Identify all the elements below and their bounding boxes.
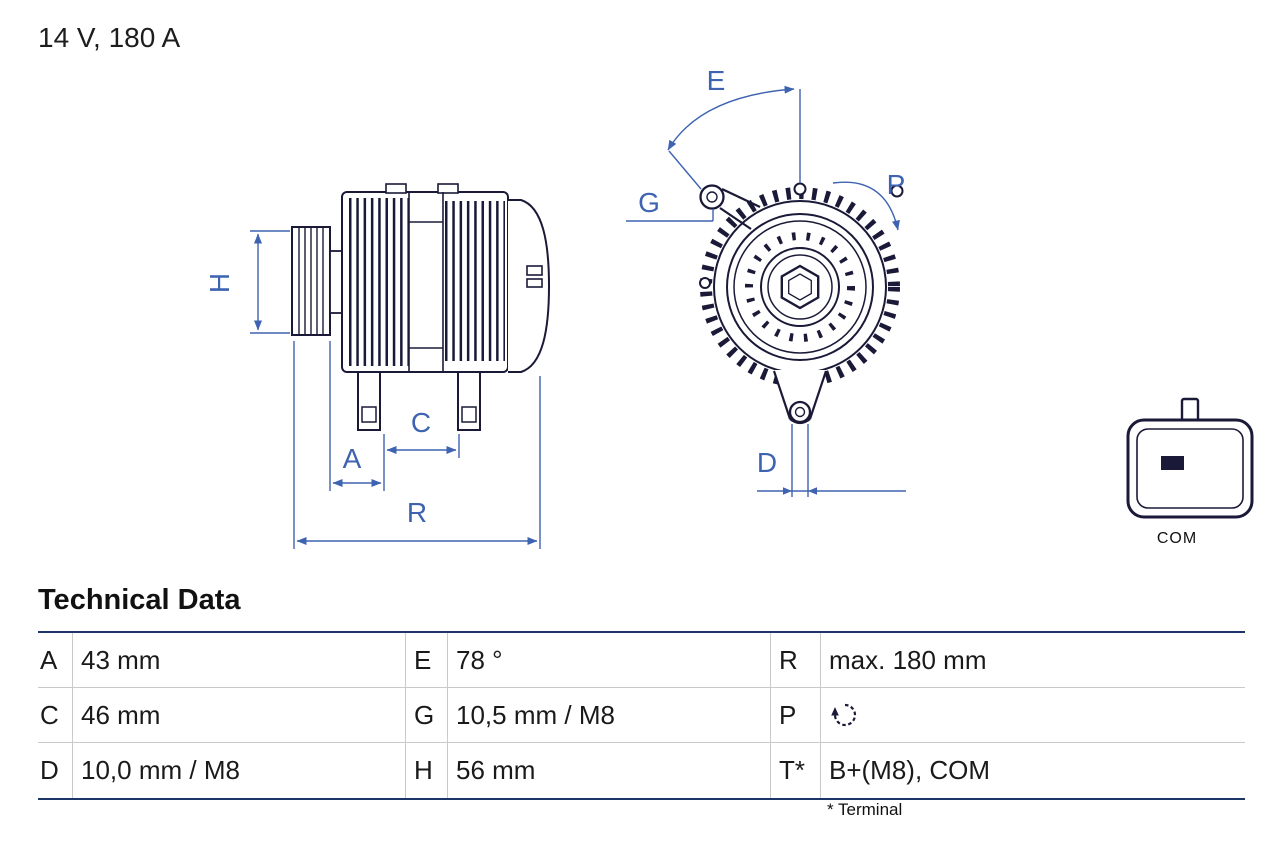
connector-pin — [1161, 456, 1184, 470]
terminal-stud — [526, 265, 543, 276]
dim-label-H: H — [204, 273, 235, 293]
alternator-technical-drawing: H A C R — [204, 65, 1254, 549]
connector-housing — [1126, 418, 1254, 519]
spec-value-e: 78 ° — [447, 633, 770, 688]
spec-value-h: 56 mm — [447, 743, 770, 798]
rotation-direction-arrow — [832, 181, 900, 231]
spec-key-g: G — [405, 688, 447, 743]
side-view-drawing — [291, 183, 551, 431]
spec-key-a: A — [38, 633, 72, 688]
technical-data-table: A 43 mm E 78 ° R max. 180 mm C 46 mm G 1… — [38, 631, 1245, 800]
terminal-footnote: * Terminal — [827, 800, 903, 819]
technical-data-heading: Technical Data — [38, 584, 241, 616]
spec-key-e: E — [405, 633, 447, 688]
spec-key-p: P — [770, 688, 820, 743]
front-view-drawing — [699, 182, 904, 425]
spec-value-r: max. 180 mm — [820, 633, 1245, 688]
dim-label-A: A — [343, 443, 362, 474]
spec-key-r: R — [770, 633, 820, 688]
side-view-dimensions: H A C R — [204, 230, 541, 549]
spec-value-a: 43 mm — [72, 633, 405, 688]
shaft-nut — [780, 264, 820, 310]
spec-key-t: T* — [770, 743, 820, 798]
dim-label-D: D — [757, 447, 777, 478]
mounting-foot — [357, 371, 381, 431]
dim-label-G: G — [638, 187, 660, 218]
rotation-clockwise-icon — [831, 703, 857, 727]
spec-key-h: H — [405, 743, 447, 798]
spec-key-c: C — [38, 688, 72, 743]
spec-value-d: 10,0 mm / M8 — [72, 743, 405, 798]
connector-label: COM — [1157, 530, 1197, 547]
dim-label-R: R — [407, 497, 427, 528]
dim-label-C: C — [411, 407, 431, 438]
spec-value-g: 10,5 mm / M8 — [447, 688, 770, 743]
spec-key-d: D — [40, 755, 59, 785]
front-view-dimensions: E G P D — [626, 65, 906, 497]
dim-label-P: P — [887, 169, 906, 200]
spec-value-t: B+(M8), COM — [820, 743, 1245, 798]
voltage-current-title: 14 V, 180 A — [38, 22, 181, 53]
spec-value-c: 46 mm — [72, 688, 405, 743]
mounting-lug-hole — [699, 184, 725, 210]
spec-value-p — [820, 688, 1245, 743]
bottom-lug-hole — [788, 400, 812, 424]
mounting-foot — [457, 371, 481, 431]
dim-label-E: E — [707, 65, 726, 96]
connector-drawing: COM — [1126, 397, 1254, 547]
